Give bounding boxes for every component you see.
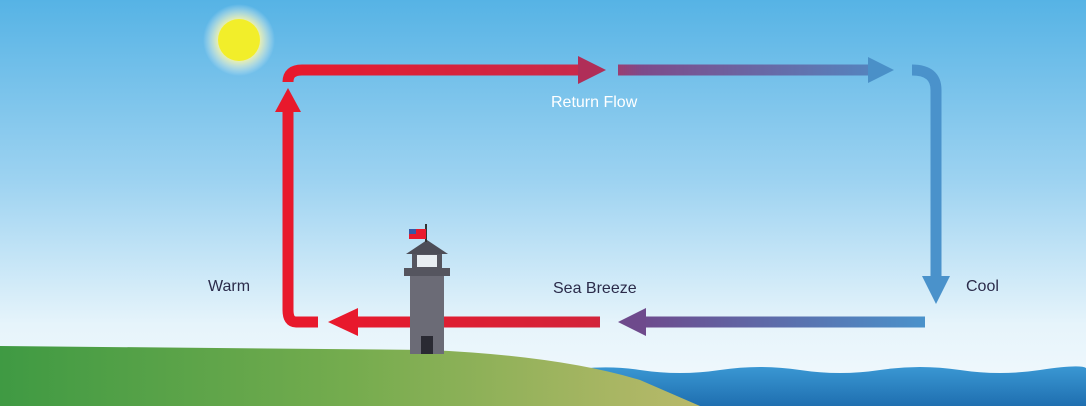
flag-icon <box>409 229 426 239</box>
sea-breeze-arrow <box>296 308 925 336</box>
cool-label: Cool <box>966 278 999 295</box>
land <box>0 346 700 406</box>
warm-rising-arrow <box>275 88 301 328</box>
return-flow-label: Return Flow <box>551 94 638 111</box>
sea <box>560 366 1086 406</box>
cool-sinking-arrow <box>911 64 950 304</box>
warm-label: Warm <box>208 278 251 295</box>
sea-breeze-label: Sea Breeze <box>553 280 637 297</box>
sun-icon <box>203 4 275 76</box>
lighthouse-icon <box>404 224 450 354</box>
return-flow-arrow <box>282 56 894 84</box>
